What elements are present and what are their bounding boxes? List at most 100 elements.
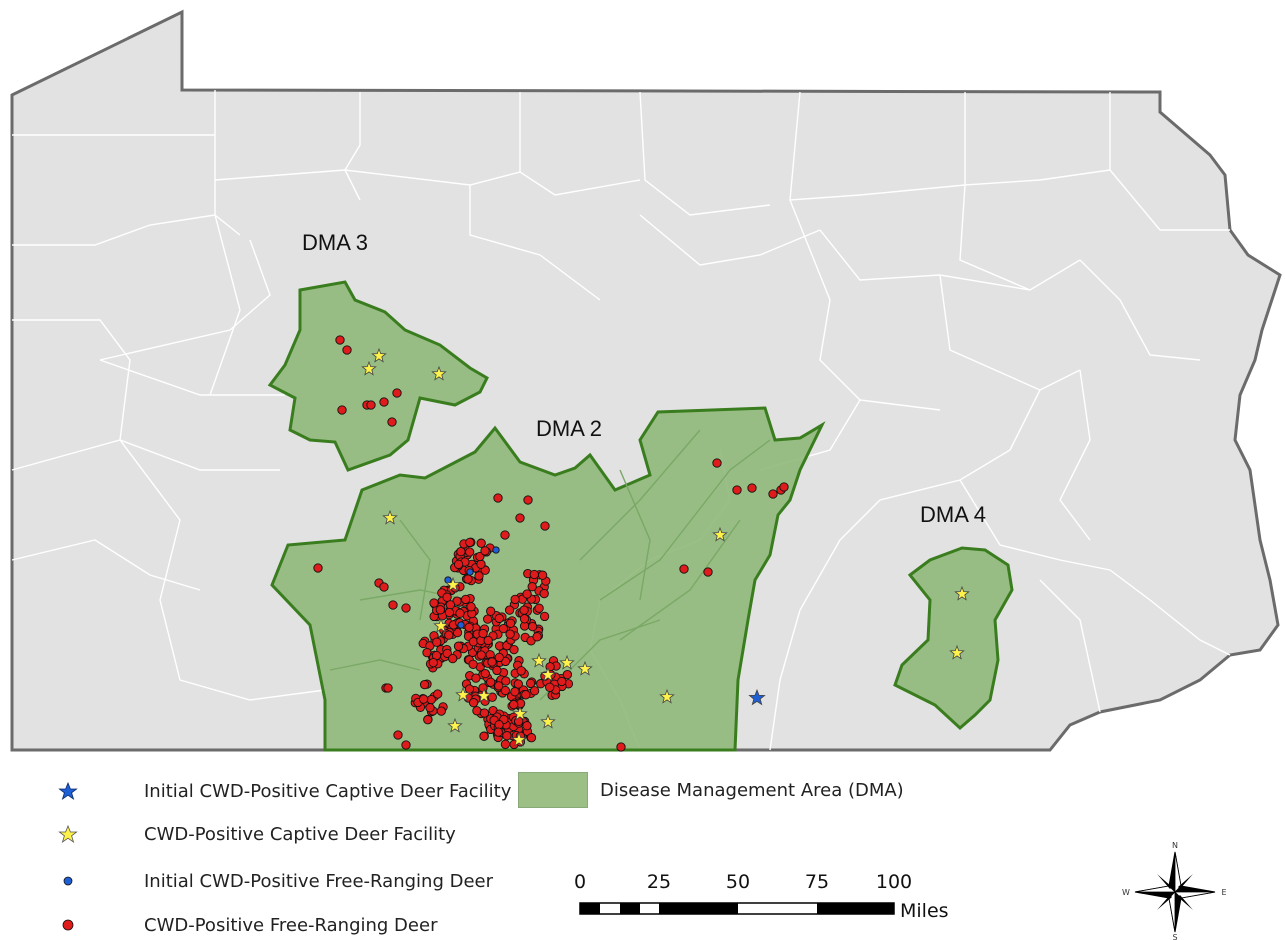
deer-point <box>519 614 530 624</box>
scale-tick-75: 75 <box>805 871 829 893</box>
deer-point <box>423 715 433 725</box>
deer-point <box>464 622 474 633</box>
deer-point <box>540 521 550 531</box>
deer-point <box>532 632 542 642</box>
pennsylvania-map: DMA 3 DMA 2 DMA 4 <box>10 9 1282 752</box>
deer-point <box>501 676 511 686</box>
scale-tick-0: 0 <box>574 871 586 893</box>
deer-point <box>448 653 458 664</box>
deer-point <box>444 607 455 618</box>
compass-s: S <box>1172 933 1177 940</box>
scale-unit: Miles <box>900 900 949 922</box>
deer-point <box>435 605 445 615</box>
captive-facility-star <box>954 585 970 601</box>
deer-point <box>471 673 481 683</box>
deer-point <box>500 530 510 540</box>
deer-point <box>483 635 493 646</box>
captive-facility-star <box>447 717 463 733</box>
legend-captive: CWD-Positive Captive Deer Facility <box>48 819 456 849</box>
yellow-star-icon <box>58 824 78 843</box>
legend-dma-label: Disease Management Area (DMA) <box>600 779 904 801</box>
deer-point <box>494 652 504 663</box>
initial-captive-facility-points <box>748 688 766 706</box>
deer-point <box>456 546 466 557</box>
deer-point <box>429 598 439 608</box>
deer-point <box>335 335 345 345</box>
blue-star-icon <box>58 781 78 800</box>
captive-facility-star <box>949 644 965 660</box>
legend-initial-captive-label: Initial CWD-Positive Captive Deer Facili… <box>144 780 512 802</box>
deer-point <box>479 731 489 741</box>
deer-point <box>445 600 456 610</box>
initial-free-ranging-deer-points <box>444 546 500 629</box>
deer-point <box>732 485 742 495</box>
deer-point <box>483 614 493 624</box>
deer-point <box>510 687 520 697</box>
deer-point <box>342 345 352 355</box>
deer-point <box>401 740 411 750</box>
legend-free: CWD-Positive Free-Ranging Deer <box>48 910 437 940</box>
deer-point <box>379 397 389 407</box>
deer-point <box>401 603 411 613</box>
deer-point <box>779 482 789 492</box>
initial-deer-point <box>457 621 465 629</box>
deer-point <box>539 611 550 622</box>
deer-point <box>527 621 538 632</box>
deer-point <box>519 605 529 615</box>
captive-facility-star <box>659 688 675 704</box>
captive-facility-star <box>382 509 398 525</box>
deer-point <box>479 708 490 718</box>
deer-point <box>466 602 476 612</box>
deer-point <box>428 657 438 668</box>
deer-point <box>509 699 519 710</box>
scale-tick-100: 100 <box>876 871 912 893</box>
scale-tick-25: 25 <box>647 871 671 893</box>
deer-point <box>562 669 573 680</box>
county-lines <box>11 90 1231 751</box>
dma-2-label: DMA 2 <box>536 416 602 441</box>
compass-e: E <box>1221 888 1226 897</box>
captive-facility-star <box>540 666 556 682</box>
deer-point <box>509 644 519 655</box>
deer-point <box>392 388 402 398</box>
deer-point <box>493 493 503 503</box>
deer-point <box>419 679 430 690</box>
deer-point <box>383 683 393 693</box>
captive-facility-star <box>455 686 471 702</box>
deer-point <box>455 608 465 618</box>
legend-dma: Disease Management Area (DMA) <box>518 772 904 808</box>
deer-point <box>523 495 533 505</box>
deer-point <box>527 582 537 592</box>
deer-point <box>337 405 347 415</box>
deer-point <box>436 706 446 716</box>
deer-point <box>516 666 526 676</box>
captive-facility-star <box>559 654 575 670</box>
dma-4-area <box>893 546 1014 731</box>
captive-facility-star <box>361 360 377 376</box>
initial-deer-point <box>492 546 500 554</box>
red-dot-icon <box>62 919 74 931</box>
deer-point <box>487 657 497 667</box>
deer-point <box>557 676 567 687</box>
captive-facility-star <box>577 660 593 676</box>
deer-point <box>487 692 497 702</box>
captive-facility-star <box>712 526 728 542</box>
deer-point <box>526 733 537 743</box>
deer-point <box>480 668 490 679</box>
deer-point <box>505 629 515 639</box>
compass-w: W <box>1122 888 1130 897</box>
deer-point <box>486 606 496 616</box>
deer-point <box>442 592 452 602</box>
dma-4-label: DMA 4 <box>920 502 986 527</box>
deer-point <box>747 483 757 493</box>
legend-initial-free-label: Initial CWD-Positive Free-Ranging Deer <box>144 870 493 892</box>
captive-facility-star <box>512 705 528 721</box>
deer-point <box>768 489 778 499</box>
deer-point <box>480 546 490 556</box>
compass-rose-icon: N S E W <box>1122 841 1226 940</box>
legend-free-label: CWD-Positive Free-Ranging Deer <box>144 914 438 936</box>
scale-bar-segments <box>579 902 895 915</box>
deer-point <box>522 589 532 599</box>
captive-facility-star <box>445 576 461 592</box>
dma-3-label: DMA 3 <box>302 230 368 255</box>
